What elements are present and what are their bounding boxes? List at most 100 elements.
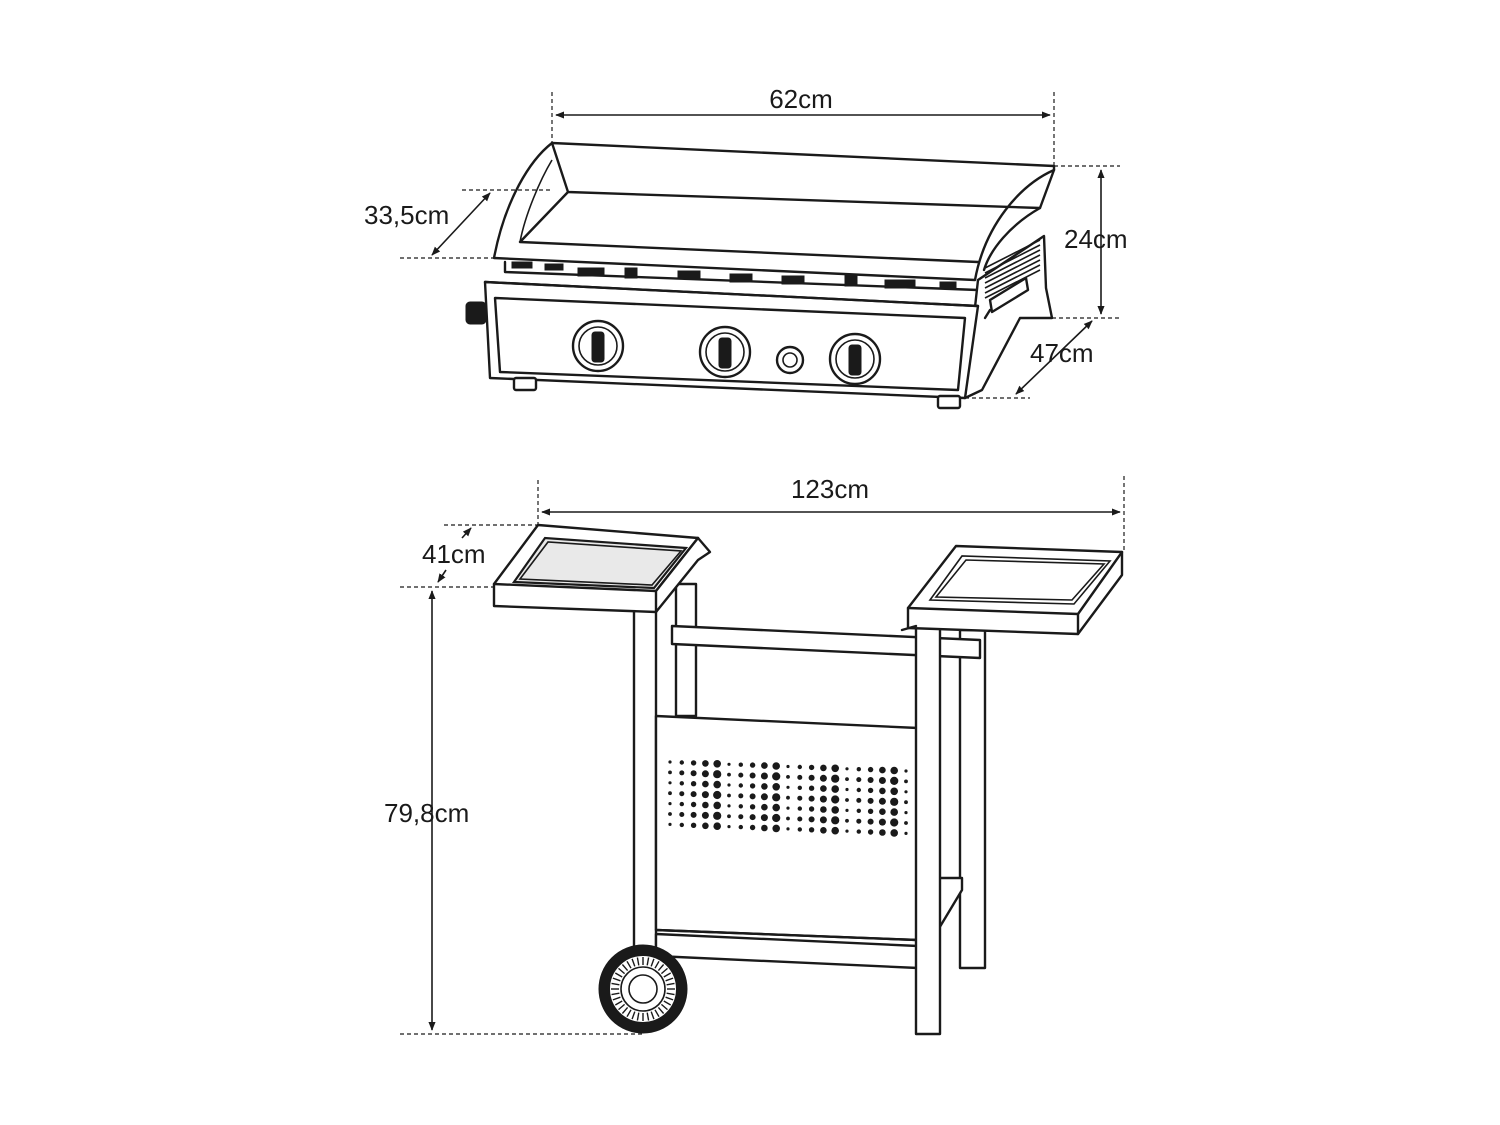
perforation-dot bbox=[904, 769, 908, 773]
perforation-dot bbox=[856, 777, 862, 783]
perforation-dot bbox=[668, 812, 672, 816]
perforation-dot bbox=[727, 783, 731, 787]
wheel-tread-tick bbox=[660, 1003, 668, 1011]
perforation-dot bbox=[797, 774, 803, 780]
perforation-dot bbox=[808, 795, 815, 802]
perforation-dot bbox=[808, 785, 815, 791]
perforation-dot bbox=[856, 818, 862, 824]
label-cart-height: 79,8cm bbox=[384, 798, 469, 828]
wheel-tread-tick bbox=[657, 964, 665, 972]
perforation-dot bbox=[668, 791, 672, 796]
perforation-dot bbox=[749, 804, 756, 810]
wheel-tread-tick bbox=[611, 982, 620, 986]
perforation-dot bbox=[713, 822, 721, 830]
wheel-tread-tick bbox=[618, 967, 626, 975]
perforation-dot bbox=[856, 829, 861, 834]
label-cart-depth: 41cm bbox=[422, 539, 486, 569]
perforation-dot bbox=[797, 785, 802, 790]
perforation-dot bbox=[772, 813, 781, 823]
perforation-dot bbox=[878, 777, 886, 784]
perforation-dot bbox=[831, 785, 839, 793]
label-plancha-height: 24cm bbox=[1064, 224, 1128, 254]
perforation-dot bbox=[831, 826, 839, 835]
perforation-dot bbox=[867, 777, 874, 783]
perforation-dot bbox=[702, 780, 709, 788]
perforation-dot bbox=[845, 818, 849, 823]
wheel-tread-tick bbox=[654, 960, 660, 969]
cart-drawing: 123cm 41cm 79,8cm bbox=[384, 474, 1125, 1036]
perforation-dot bbox=[786, 827, 790, 831]
perforation-dot bbox=[738, 772, 744, 778]
perforation-dot bbox=[808, 806, 815, 812]
perforation-dot bbox=[727, 804, 731, 808]
perforation-dot bbox=[867, 818, 874, 825]
perforation-dot bbox=[679, 760, 684, 765]
perforation-dot bbox=[786, 795, 790, 800]
perforation-dot bbox=[890, 818, 899, 827]
perforation-dot bbox=[845, 798, 849, 802]
perforation-dot bbox=[679, 822, 684, 828]
wheel-tread-tick bbox=[631, 958, 636, 967]
wheel-tread-tick bbox=[663, 1000, 672, 1006]
wheel-tread-tick bbox=[611, 992, 620, 996]
perforation-dot bbox=[713, 811, 722, 820]
griddle-lid bbox=[492, 141, 1056, 282]
perforation-dot bbox=[808, 764, 815, 771]
perforation-dot bbox=[701, 811, 709, 819]
perforation-dot bbox=[727, 814, 731, 819]
dim-cart-width: 123cm bbox=[537, 474, 1125, 550]
perforation-dot bbox=[904, 790, 908, 794]
perforation-dot bbox=[749, 814, 756, 821]
perforation-dot bbox=[701, 791, 709, 799]
perforation-pattern bbox=[668, 760, 908, 837]
cart-crossbar bbox=[670, 624, 982, 660]
perforation-dot bbox=[878, 797, 886, 805]
perforation-dot bbox=[845, 777, 849, 781]
perforation-dot bbox=[797, 816, 803, 822]
perforation-dot bbox=[890, 829, 898, 837]
perforation-dot bbox=[738, 793, 744, 799]
wheel-tread-tick bbox=[636, 1012, 640, 1021]
perforation-dot bbox=[867, 766, 874, 773]
wheel-tread-tick bbox=[654, 1009, 660, 1018]
perforation-dot bbox=[690, 801, 697, 808]
label-plancha-depth: 33,5cm bbox=[364, 200, 449, 230]
perforation-dot bbox=[786, 775, 790, 779]
dim-cart-depth: 41cm bbox=[400, 524, 538, 588]
perforation-dot bbox=[727, 825, 731, 829]
perforation-dot bbox=[890, 766, 898, 775]
wheel-tread-tick bbox=[665, 977, 674, 982]
wheel-tread-tick bbox=[614, 1000, 623, 1006]
perforation-dot bbox=[668, 781, 672, 785]
perforation-dot bbox=[867, 808, 874, 814]
perforation-dot bbox=[879, 808, 886, 815]
dim-plancha-height: 24cm bbox=[1052, 165, 1128, 319]
perforation-dot bbox=[701, 770, 709, 778]
perforation-dot bbox=[831, 774, 840, 783]
perforation-dot bbox=[713, 801, 721, 810]
wheel-tread-tick bbox=[657, 1006, 665, 1014]
perforation-dot bbox=[690, 781, 697, 787]
plancha-drawing: 62cm 33,5cm 24cm 47cm bbox=[364, 84, 1128, 410]
perforation-dot bbox=[797, 795, 803, 801]
cart-front-left-leg bbox=[632, 598, 658, 960]
knob-left bbox=[571, 319, 625, 373]
cart-wheel bbox=[598, 944, 688, 1034]
knob-right bbox=[828, 332, 882, 386]
perforation-dot bbox=[820, 806, 827, 813]
perforation-dot bbox=[904, 779, 908, 784]
perforation-dot bbox=[819, 774, 827, 782]
wheel-tread-tick bbox=[621, 1006, 629, 1014]
perforation-dot bbox=[738, 783, 743, 788]
perforation-dot bbox=[713, 790, 722, 800]
perforation-dot bbox=[797, 806, 802, 811]
perforation-dot bbox=[727, 772, 731, 777]
wheel-tread-tick bbox=[660, 967, 668, 975]
perforation-dot bbox=[879, 766, 886, 774]
perforation-dot bbox=[845, 808, 849, 813]
perforation-dot bbox=[761, 783, 768, 790]
perforation-dot bbox=[786, 764, 790, 769]
perforation-dot bbox=[819, 795, 827, 803]
perforation-dot bbox=[831, 806, 839, 814]
